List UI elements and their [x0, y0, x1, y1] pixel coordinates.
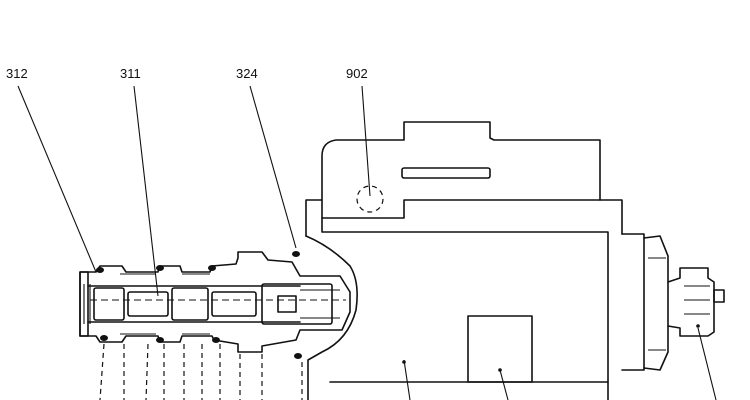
plunger — [261, 283, 333, 325]
housing-flange — [305, 199, 323, 237]
nameplate — [467, 315, 533, 383]
connector-slot — [401, 167, 491, 179]
leader-line-body — [403, 359, 411, 400]
spool-land-1 — [93, 287, 125, 321]
leader-line-311 — [133, 85, 159, 297]
housing-main-outline — [321, 217, 609, 400]
port-line-1 — [99, 343, 105, 400]
connector-head — [321, 121, 601, 219]
port-line-3 — [145, 343, 149, 400]
end-nut-assembly — [621, 233, 725, 371]
leader-line-nut — [697, 327, 717, 400]
housing-step — [599, 199, 623, 235]
callout-324: 324 — [236, 66, 258, 81]
port-passages — [99, 343, 303, 400]
callout-902: 902 — [346, 66, 368, 81]
leader-line-312 — [17, 85, 97, 273]
spool-land-2 — [127, 291, 169, 317]
terminal-nut — [667, 267, 715, 337]
marker-dot-plate — [498, 368, 502, 372]
plunger-pin — [277, 295, 297, 313]
o-ring-bottom-4 — [294, 353, 302, 359]
callout-312: 312 — [6, 66, 28, 81]
leader-line-324 — [249, 85, 297, 249]
housing-curved-face — [305, 235, 358, 400]
leader-line-902 — [361, 85, 371, 197]
marker-dot-body — [402, 360, 406, 364]
end-collar — [621, 233, 645, 371]
marker-dot-nut — [696, 324, 700, 328]
terminal-pin — [713, 289, 725, 303]
leader-lines — [17, 85, 717, 400]
o-ring-bottom-1 — [100, 335, 108, 341]
solenoid-housing — [305, 121, 623, 400]
leader-line-plate — [499, 369, 509, 400]
callout-311: 311 — [120, 66, 141, 81]
o-ring-bottom-3 — [212, 337, 220, 343]
hex-nut — [643, 235, 669, 371]
spool-land-3 — [171, 287, 209, 321]
o-ring-top-1 — [96, 267, 104, 273]
valve-cap — [79, 271, 89, 337]
cartridge-valve — [79, 251, 351, 359]
hidden-screw-circle — [356, 185, 384, 213]
spool-land-4 — [211, 291, 257, 317]
o-ring-top-4 — [292, 251, 300, 257]
o-ring-top-2 — [156, 265, 164, 271]
o-ring-top-3 — [208, 265, 216, 271]
o-ring-bottom-2 — [156, 337, 164, 343]
